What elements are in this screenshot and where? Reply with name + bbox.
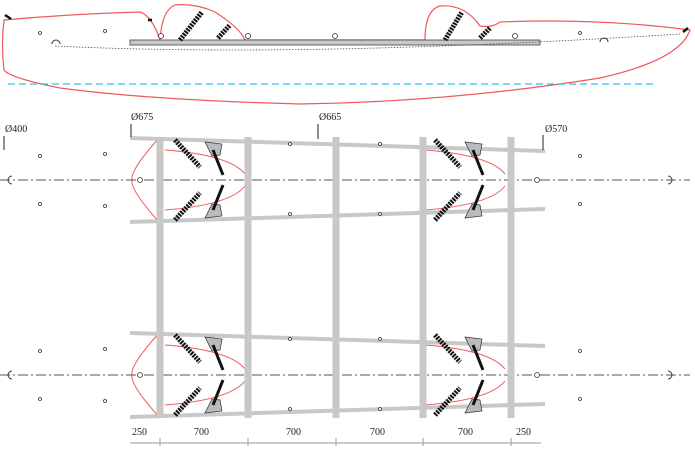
seat-back: [173, 333, 202, 364]
fitting: [38, 349, 42, 353]
cross-beam: [244, 137, 252, 418]
foot-pedal: [204, 336, 223, 352]
side-view: [1, 4, 691, 105]
fitting: [288, 142, 292, 146]
hull-top-view: [0, 136, 690, 224]
diameter-labels: Ø400 Ø675 Ø665 Ø570: [3, 112, 567, 150]
seat-back: [433, 333, 462, 364]
cross-beam: [156, 137, 164, 418]
bow-eye-icon: [599, 37, 609, 43]
fitting: [288, 407, 292, 411]
bow-eye-icon: [667, 175, 673, 185]
dim-label: 250: [132, 427, 147, 438]
fitting: [38, 397, 42, 401]
fitting: [38, 154, 42, 158]
seat-back: [433, 138, 462, 169]
diameter-front-label: Ø675: [131, 112, 153, 123]
foot-pedal: [464, 141, 483, 157]
diameter-rear-label: Ø570: [545, 124, 567, 135]
top-view: [0, 136, 690, 419]
cockpit-line: [424, 149, 506, 175]
fitting: [38, 31, 42, 35]
dim-label: 700: [458, 427, 473, 438]
fitting: [578, 397, 582, 401]
fitting: [512, 33, 518, 39]
seat-back-rear: [442, 10, 465, 42]
fitting: [38, 202, 42, 206]
dim-label: 700: [286, 427, 301, 438]
fitting: [534, 372, 540, 378]
dim-label: 700: [370, 427, 385, 438]
fitting: [245, 33, 251, 39]
foot-brace: [471, 379, 485, 406]
seat-back: [433, 386, 462, 417]
fitting: [103, 204, 107, 208]
cockpit-line: [424, 380, 506, 406]
hull-top-view: [0, 331, 690, 419]
seat-back: [433, 191, 462, 222]
foot-brace-front: [216, 23, 232, 40]
fitting: [378, 212, 382, 216]
foot-pedal: [464, 336, 483, 352]
seat-back-front: [178, 10, 204, 42]
cockpit-line: [164, 344, 246, 370]
fitting: [158, 33, 164, 39]
dimension-line: 250 700 700 700 700 250: [130, 427, 541, 446]
bow-eye-icon: [667, 370, 673, 380]
foot-pedal: [464, 398, 483, 414]
fitting: [578, 31, 582, 35]
seat-back: [173, 138, 202, 169]
bow-handle: [682, 27, 689, 33]
fitting: [103, 152, 107, 156]
fitting: [288, 212, 292, 216]
fitting: [378, 337, 382, 341]
fitting: [578, 202, 582, 206]
fitting: [578, 349, 582, 353]
seat-back: [173, 191, 202, 222]
fitting: [103, 29, 107, 33]
stern-eye-icon: [51, 39, 61, 45]
fitting: [103, 347, 107, 351]
cockpit-line: [424, 185, 506, 211]
foot-brace: [211, 149, 225, 176]
foot-pedal: [204, 203, 223, 219]
dim-label: 700: [194, 427, 209, 438]
cockpit-line: [424, 344, 506, 370]
fitting: [378, 142, 382, 146]
diameter-middle-label: Ø665: [319, 112, 341, 123]
foot-brace: [211, 184, 225, 211]
foot-brace: [471, 184, 485, 211]
fitting: [578, 154, 582, 158]
foot-pedal: [464, 203, 483, 219]
foot-brace: [211, 379, 225, 406]
fitting: [378, 407, 382, 411]
fitting: [534, 177, 540, 183]
cockpit-line: [164, 149, 246, 175]
foot-pedal: [204, 141, 223, 157]
foot-brace: [471, 149, 485, 176]
fitting: [103, 399, 107, 403]
fitting: [332, 33, 338, 39]
cross-beam: [419, 137, 427, 418]
foot-brace-rear: [478, 26, 492, 40]
foot-brace: [211, 344, 225, 371]
stern-eye-icon: [7, 370, 13, 380]
foot-pedal: [204, 398, 223, 414]
diameter-stern-label: Ø400: [5, 124, 27, 135]
dim-label: 250: [516, 427, 531, 438]
fitting: [137, 177, 143, 183]
stern-handle: [4, 13, 12, 21]
fitting: [288, 337, 292, 341]
cross-beams: [156, 137, 515, 418]
cockpit-line: [164, 380, 246, 406]
fitting: [137, 372, 143, 378]
side-beam: [129, 39, 541, 46]
stern-eye-icon: [7, 175, 13, 185]
cross-beam: [332, 137, 340, 418]
side-hull-outline: [1, 4, 691, 105]
cross-beam: [507, 137, 515, 418]
cockpit-line: [164, 185, 246, 211]
foot-brace: [471, 344, 485, 371]
seat-back: [173, 386, 202, 417]
